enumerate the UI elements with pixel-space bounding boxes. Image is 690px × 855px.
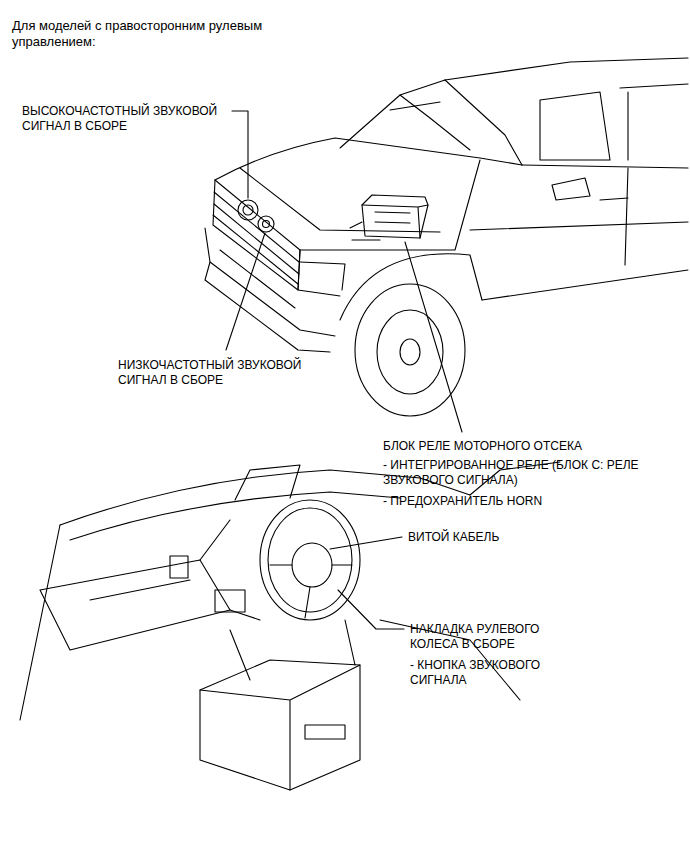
part-label: БЛОК РЕЛЕ МОТОРНОГО ОТСЕКА: [383, 439, 678, 454]
part-label: НИЗКОЧАСТОТНЫЙ ЗВУКОВОЙ СИГНАЛ В СБОРЕ: [118, 358, 333, 388]
part-label: ВИТОЙ КАБЕЛЬ: [408, 530, 558, 545]
part-label: ВЫСОКОЧАСТОТНЫЙ ЗВУКОВОЙ СИГНАЛ В СБОРЕ: [22, 104, 232, 134]
part-label: - ИНТЕГРИРОВАННОЕ РЕЛЕ (БЛОК C: РЕЛЕ ЗВУ…: [383, 458, 678, 488]
part-label: - КНОПКА ЗВУКОВОГО СИГНАЛА: [410, 658, 585, 688]
diagram-title: Для моделей с правосторонним рулевым упр…: [12, 18, 312, 50]
part-label: - ПРЕДОХРАНИТЕЛЬ HORN: [383, 494, 678, 509]
part-label: НАКЛАДКА РУЛЕВОГО КОЛЕСА В СБОРЕ: [410, 622, 585, 652]
